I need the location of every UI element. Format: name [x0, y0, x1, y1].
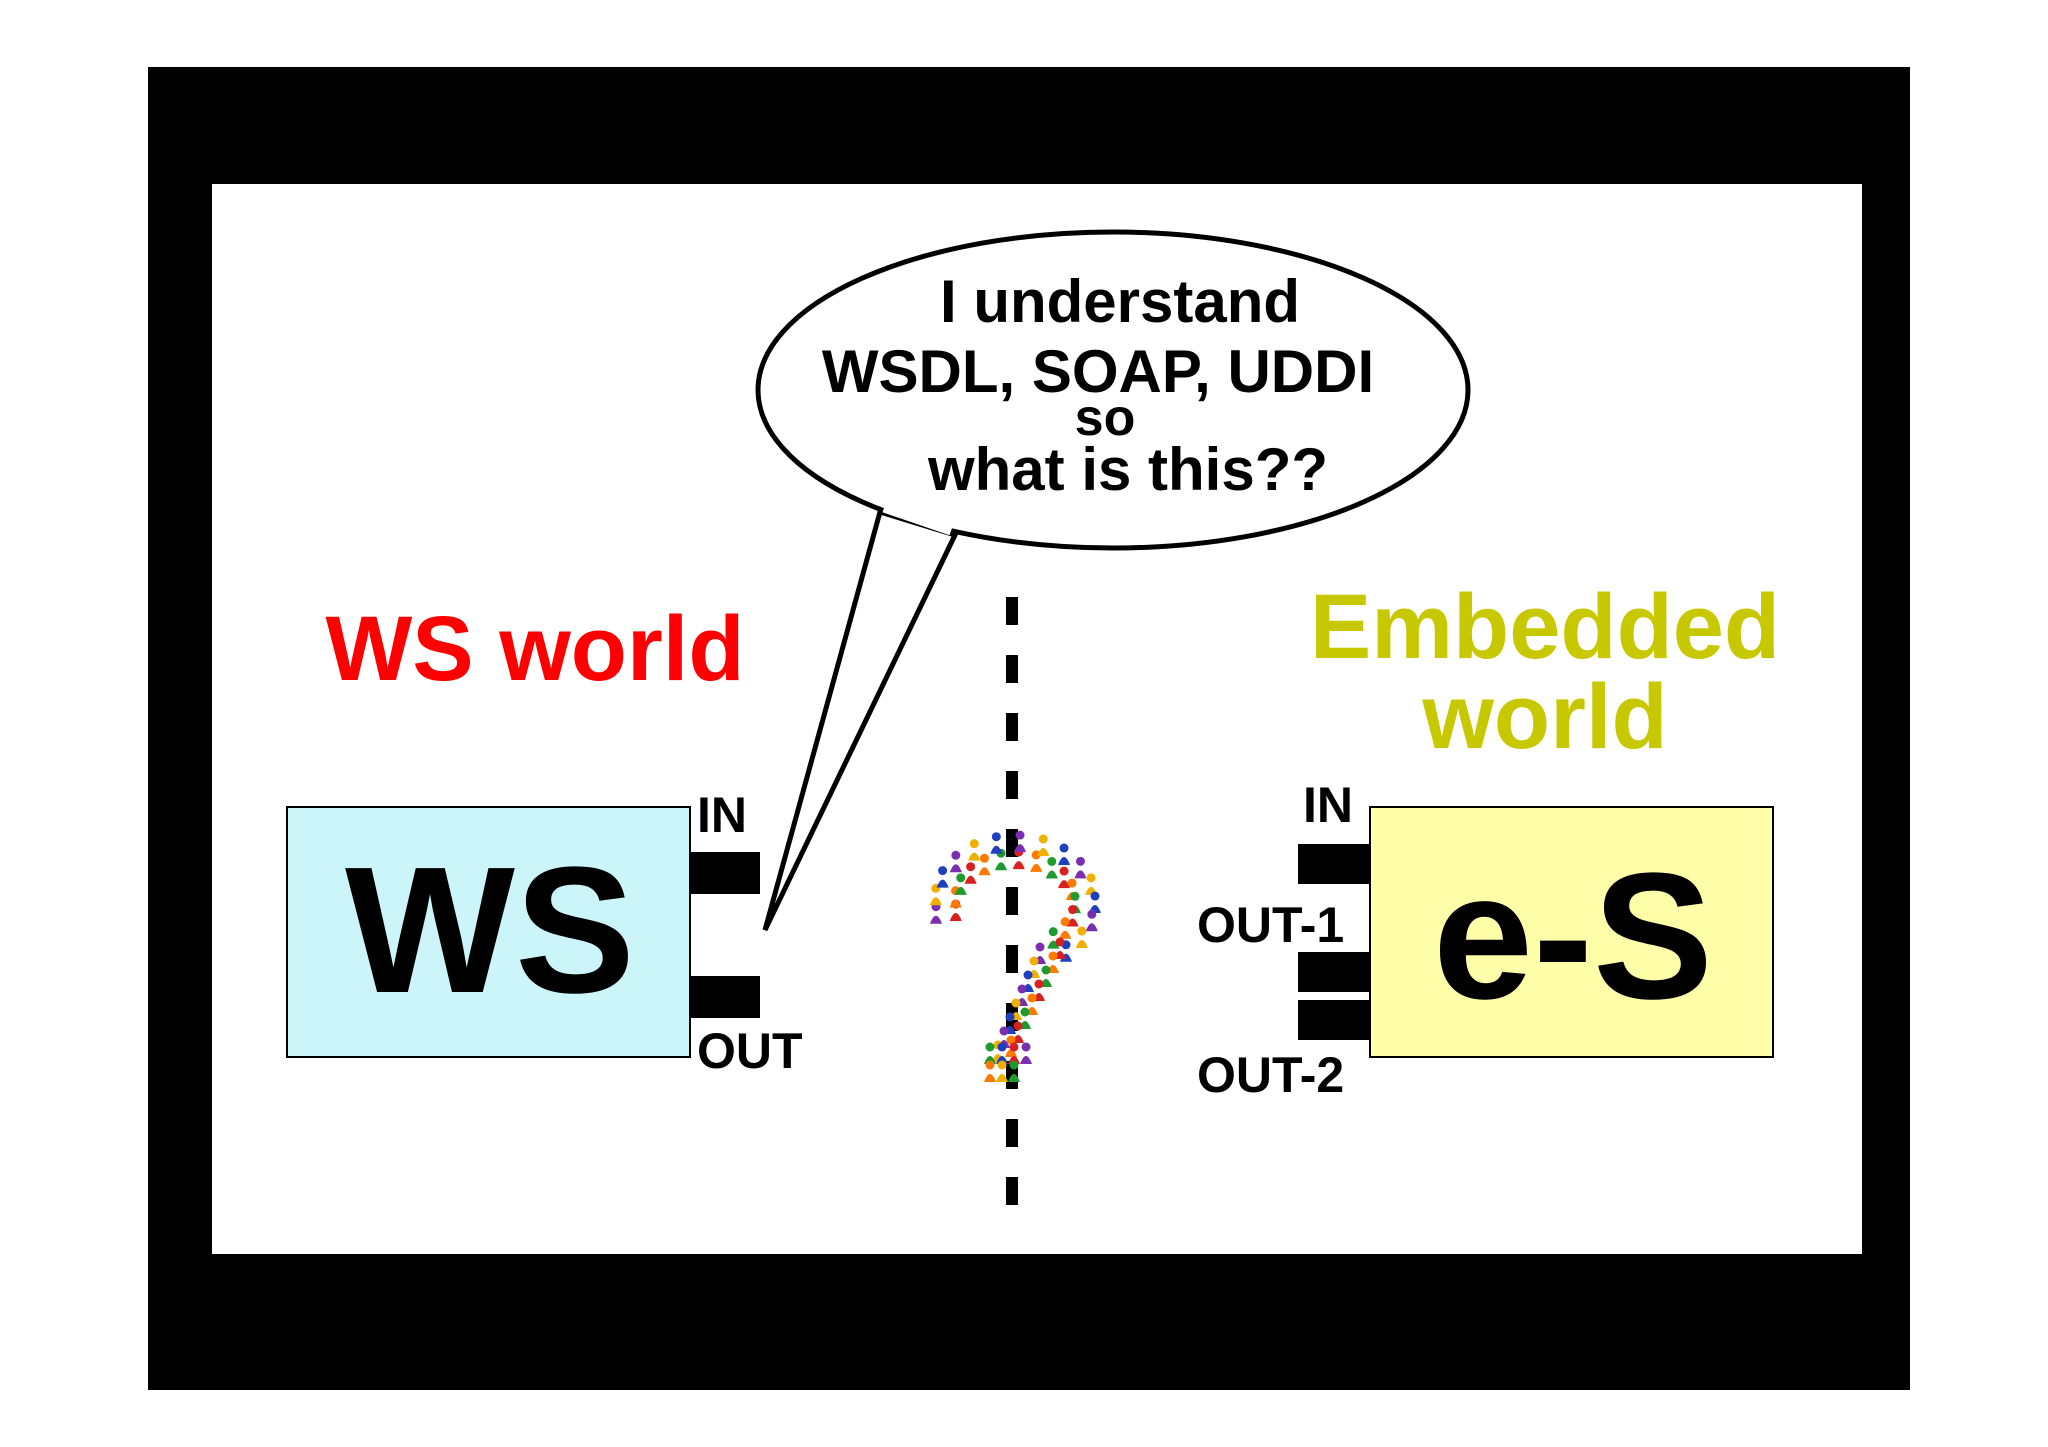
bubble-line-4: what is this??	[927, 436, 1328, 503]
ws-port-in	[690, 852, 760, 894]
person-figure	[1020, 1042, 1032, 1064]
person-figure	[929, 902, 942, 924]
embedded-world-label-line-2: world	[1421, 666, 1667, 768]
embedded-world-label-line-1: Embedded	[1310, 576, 1780, 678]
person-figure	[968, 839, 981, 861]
ws-component: WS IN OUT	[286, 787, 803, 1079]
person-figure	[1058, 866, 1071, 889]
ws-port-out	[690, 976, 760, 1018]
person-figure	[949, 850, 962, 873]
ws-port-in-label: IN	[697, 787, 747, 843]
person-figure	[1037, 834, 1050, 857]
person-figure	[1059, 917, 1072, 939]
es-port-out-2-label: OUT-2	[1197, 1047, 1344, 1103]
es-port-out-2	[1298, 1000, 1370, 1040]
person-figure	[1058, 843, 1071, 866]
person-figure	[936, 866, 949, 888]
person-figure	[1088, 891, 1101, 914]
bubble-line-1: I understand	[940, 268, 1300, 335]
es-port-in-label: IN	[1303, 777, 1353, 833]
person-figure	[964, 862, 977, 884]
es-port-out-1-label: OUT-1	[1197, 897, 1344, 953]
speech-bubble: I understand WSDL, SOAP, UDDI so what is…	[755, 229, 1471, 932]
person-figure	[1045, 856, 1058, 879]
person-figure	[996, 1060, 1008, 1082]
person-figure	[1075, 926, 1088, 949]
person-figure	[1008, 1060, 1020, 1082]
person-figure	[1026, 993, 1038, 1015]
es-component: e-S IN OUT-1 OUT-2	[1197, 777, 1774, 1103]
person-figure	[954, 873, 967, 895]
ws-world-label: WS world	[325, 598, 744, 700]
person-figure	[984, 1060, 996, 1082]
person-figure	[1014, 830, 1027, 853]
person-figure	[1074, 856, 1087, 879]
person-figure	[1085, 909, 1098, 932]
es-port-out-1	[1298, 952, 1370, 992]
person-figure	[1030, 850, 1043, 872]
es-port-in	[1298, 844, 1370, 884]
person-figure	[1066, 905, 1079, 927]
people-question-mark-icon	[929, 830, 1101, 1082]
ws-box-label: WS	[345, 830, 635, 1031]
person-figure	[978, 853, 991, 876]
bubble-line-2: WSDL, SOAP, UDDI	[822, 338, 1374, 405]
bubble-line-3: so	[1075, 389, 1136, 447]
ws-port-out-label: OUT	[697, 1023, 803, 1079]
es-box-label: e-S	[1433, 836, 1713, 1037]
es-box	[1369, 806, 1774, 1058]
ws-box	[286, 806, 691, 1058]
person-figure	[990, 832, 1003, 854]
